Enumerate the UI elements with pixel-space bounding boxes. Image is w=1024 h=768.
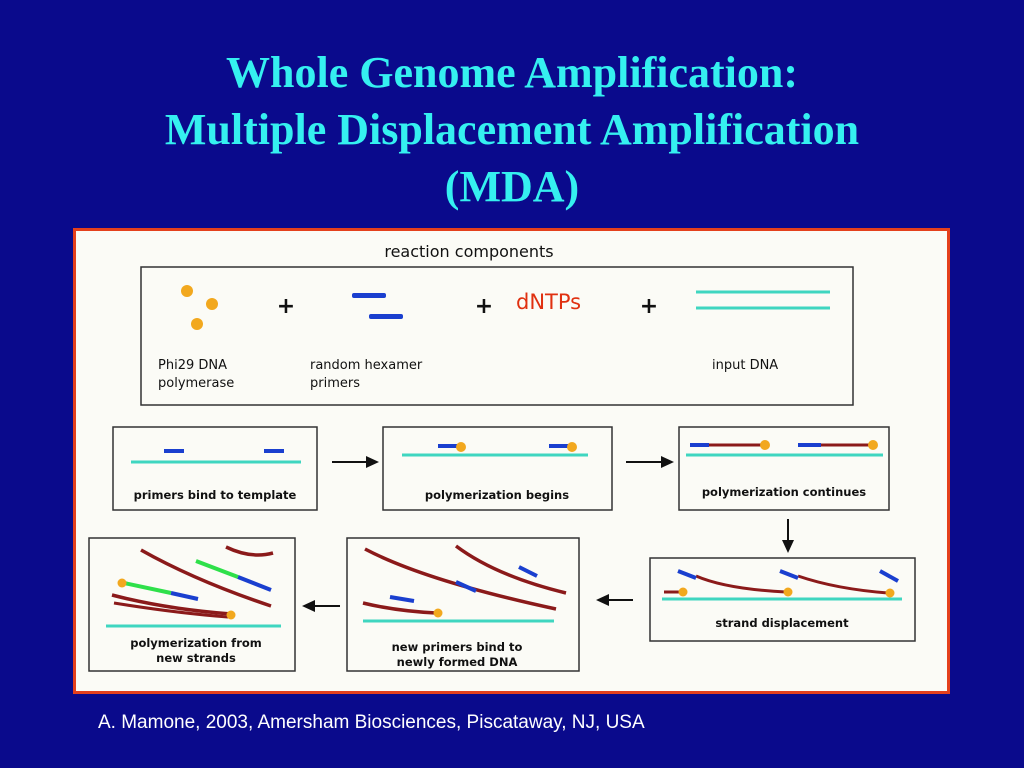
polymerase-label-1: Phi29 DNA bbox=[158, 358, 227, 373]
arrow-right-2 bbox=[626, 456, 674, 468]
polymerase-dots bbox=[181, 285, 218, 330]
step-4-box bbox=[649, 557, 916, 642]
arrow-left-1 bbox=[596, 594, 633, 606]
plus-sign-3: + bbox=[640, 294, 658, 319]
mda-diagram: reaction components Phi29 DNA polymerase… bbox=[73, 228, 950, 694]
step-6-label-1: polymerization from bbox=[130, 636, 262, 650]
title-line-1: Whole Genome Amplification: bbox=[226, 48, 798, 97]
arrow-down bbox=[782, 519, 794, 553]
title-line-2: Multiple Displacement Amplification bbox=[164, 105, 860, 154]
step-2-label: polymerization begins bbox=[425, 488, 569, 502]
slide-title: Whole Genome Amplification: Multiple Dis… bbox=[0, 44, 1024, 215]
input-dna-label: input DNA bbox=[712, 358, 778, 373]
step-1-box bbox=[112, 426, 318, 511]
step-2-box bbox=[382, 426, 613, 511]
input-dna-strands bbox=[696, 290, 830, 310]
step-4-drawing bbox=[662, 569, 902, 601]
step-2-drawing bbox=[402, 442, 588, 457]
dntps-label: dNTPs bbox=[516, 290, 581, 314]
plus-sign-1: + bbox=[277, 294, 295, 319]
step-1-label: primers bind to template bbox=[134, 488, 297, 502]
mda-diagram-svg: reaction components Phi29 DNA polymerase… bbox=[88, 242, 916, 672]
step-6-box bbox=[88, 537, 296, 672]
polymerase-label-2: polymerase bbox=[158, 376, 234, 391]
title-line-3: (MDA) bbox=[444, 162, 580, 211]
step-6-label-2: new strands bbox=[156, 651, 236, 665]
reaction-components-heading: reaction components bbox=[384, 242, 553, 261]
primer-bars bbox=[352, 293, 403, 319]
credit-line: A. Mamone, 2003, Amersham Biosciences, P… bbox=[98, 712, 645, 733]
step-5-label-2: newly formed DNA bbox=[397, 655, 518, 669]
arrow-left-2 bbox=[302, 600, 340, 612]
step-5-label-1: new primers bind to bbox=[392, 640, 523, 654]
plus-sign-2: + bbox=[475, 294, 493, 319]
primers-label-1: random hexamer bbox=[310, 358, 423, 373]
arrow-right-1 bbox=[332, 456, 379, 468]
step-1-drawing bbox=[131, 449, 301, 464]
step-3-label: polymerization continues bbox=[702, 485, 866, 499]
step-5-box bbox=[346, 537, 580, 672]
step-3-box bbox=[678, 426, 890, 511]
step-3-drawing bbox=[686, 440, 883, 457]
step-5-drawing bbox=[362, 544, 567, 623]
components-box bbox=[140, 266, 854, 406]
step-4-label: strand displacement bbox=[715, 616, 849, 630]
primers-label-2: primers bbox=[310, 376, 360, 391]
step-6-drawing bbox=[106, 545, 281, 628]
